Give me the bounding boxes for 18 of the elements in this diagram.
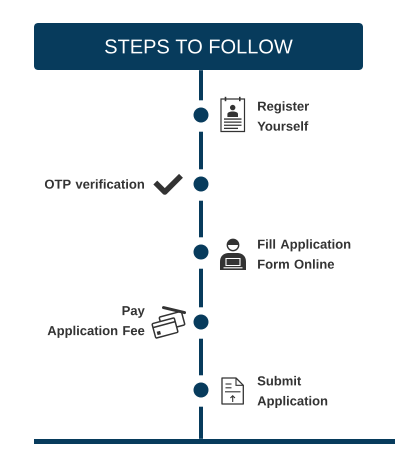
- connector-line: [199, 132, 203, 170]
- timeline-dot: [194, 108, 208, 122]
- connector-line: [199, 406, 203, 439]
- connector-line: [199, 200, 203, 238]
- header-box: STEPS TO FOLLOW: [34, 23, 363, 70]
- connector-line: [199, 268, 203, 308]
- step-label: Pay Application Fee: [48, 306, 145, 338]
- connector-line: [199, 338, 203, 376]
- connector-line: [199, 70, 203, 100]
- step-label: Submit Application: [258, 376, 328, 408]
- timeline-dot: [194, 244, 208, 260]
- timeline-dot: [194, 176, 208, 192]
- baseline-bar: [34, 439, 395, 444]
- step-label: Fill Application Form Online: [258, 239, 350, 269]
- step-label: OTP verification: [44, 179, 144, 189]
- timeline-dot: [194, 382, 208, 398]
- step-label: Register Yourself: [257, 101, 310, 131]
- timeline-dot: [194, 314, 208, 330]
